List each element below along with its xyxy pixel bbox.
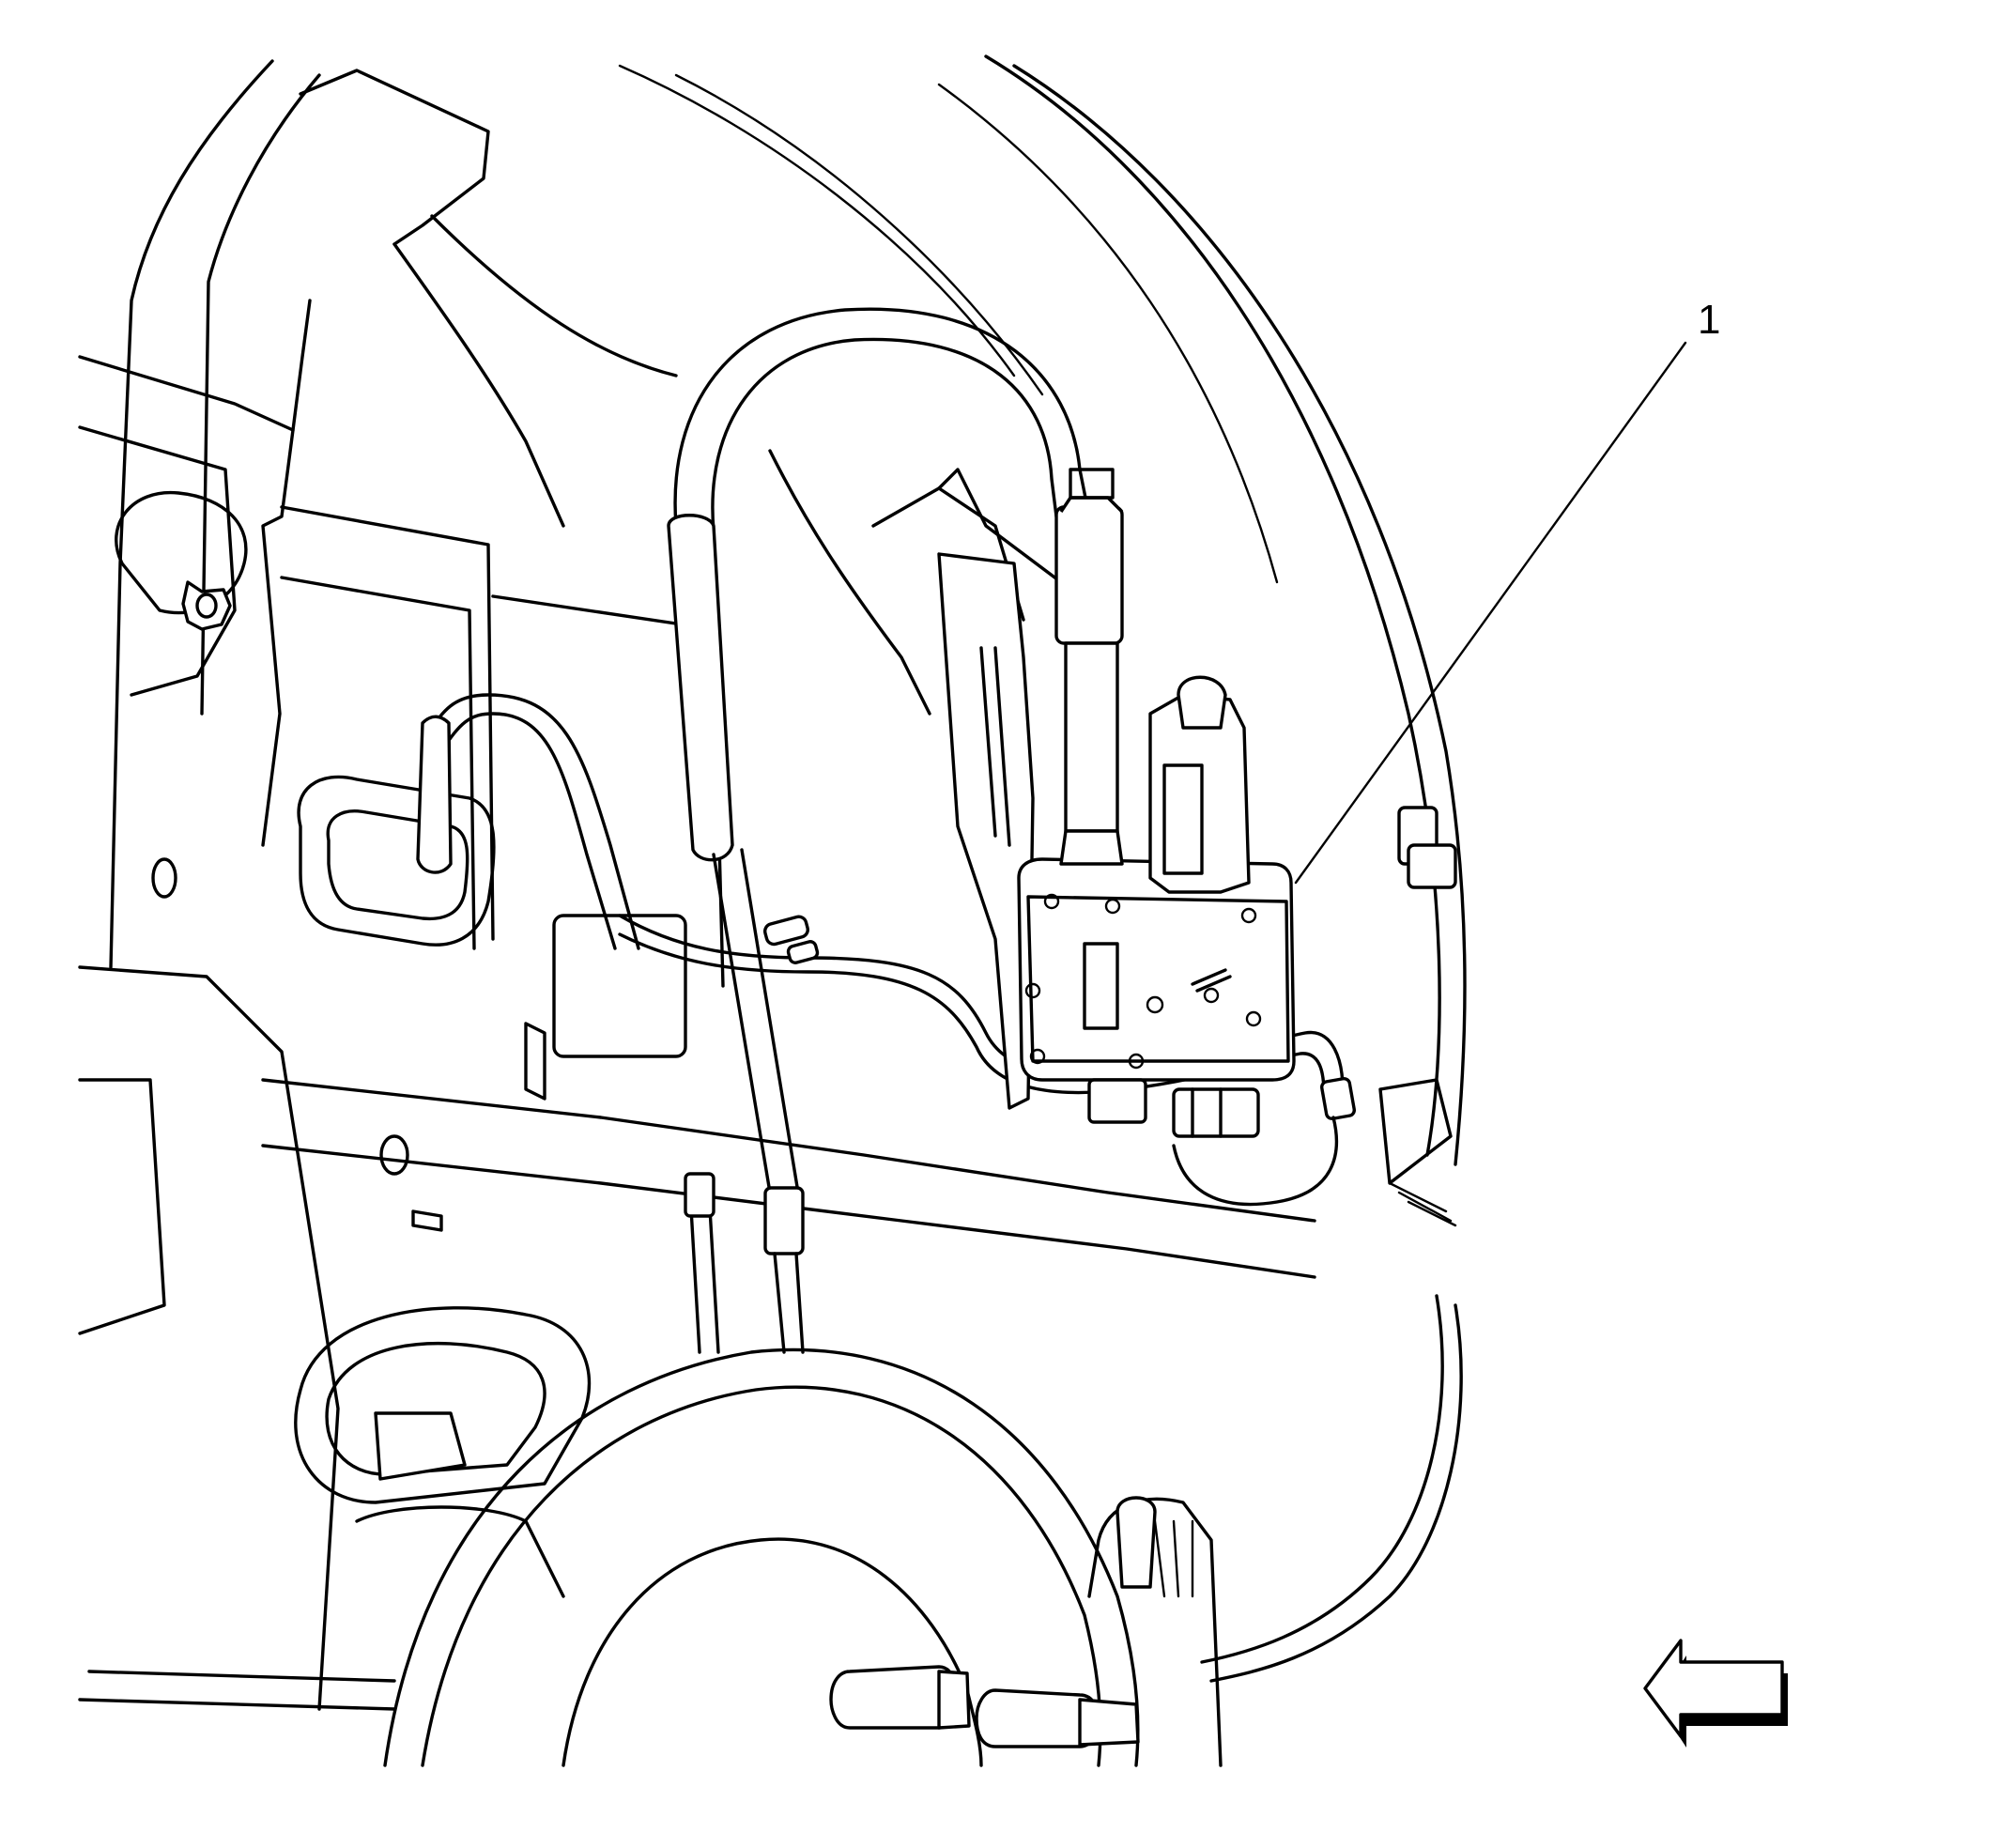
brake-rotor [294,1306,1223,1767]
panel-holes [151,567,1008,1232]
electronic-module [937,468,1296,1138]
wiring-harness [416,307,1463,1683]
arrow-left-icon [1643,1639,1788,1748]
leader-line [1294,341,1687,885]
mounting-bolt [115,490,248,631]
body-structure [78,54,1467,1711]
callout-1: 1 [1294,297,1720,885]
callout-label: 1 [1698,297,1720,343]
